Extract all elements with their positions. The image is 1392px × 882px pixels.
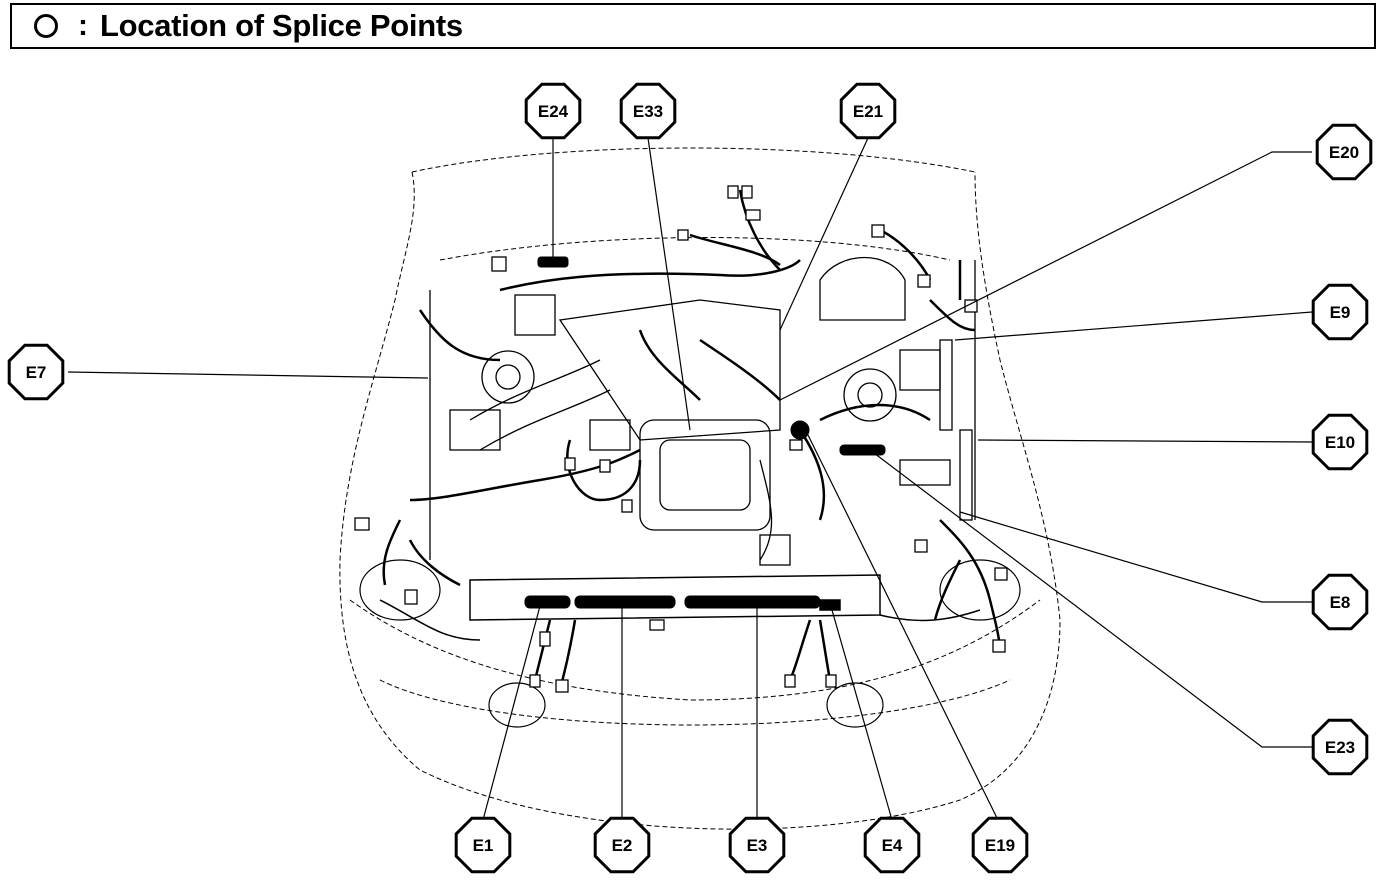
callout-label: E3 [747,836,768,855]
leader-e4 [831,609,893,821]
callout-e23: E23 [1311,718,1369,776]
callout-label: E21 [853,102,883,121]
callout-e21: E21 [839,82,897,140]
leader-e19 [807,434,999,821]
callout-octagon-icon [1311,413,1369,471]
callout-label: E10 [1325,433,1355,452]
leader-e20 [779,151,1312,401]
callout-label: E33 [633,102,663,121]
connectors [354,185,1008,693]
callout-octagon-icon [524,82,582,140]
leader-e10 [977,439,1313,443]
front-lamps [359,559,1021,728]
callout-octagon-icon [728,816,786,874]
callout-label: E23 [1325,738,1355,757]
callout-e2: E2 [593,816,651,874]
callout-octagon-icon [7,343,65,401]
callout-e4: E4 [863,816,921,874]
leader-e9 [954,311,1313,341]
leader-e8 [959,511,1312,603]
callout-label: E9 [1330,303,1351,322]
callout-octagon-icon [619,82,677,140]
callout-octagon-icon [971,816,1029,874]
callout-e1: E1 [454,816,512,874]
leader-e7 [67,371,429,379]
radiator-support [379,574,981,641]
leader-e1 [482,605,541,821]
leader-e33 [647,137,691,431]
callout-octagon-icon [454,816,512,874]
callout-label: E1 [473,836,494,855]
callout-octagon-icon [1311,573,1369,631]
callout-octagon-icon [1315,123,1373,181]
engine-components [429,257,976,566]
page-title: Location of Splice Points [100,8,463,43]
callout-e33: E33 [619,82,677,140]
harness-splices [524,256,886,609]
callout-octagon-icon [593,816,651,874]
callout-e20: E20 [1315,123,1373,181]
callout-label: E19 [985,836,1015,855]
section-title-bar: : Location of Splice Points [10,3,1376,49]
callout-e7: E7 [7,343,65,401]
leader-e23 [869,449,1312,748]
splice-point-symbol-icon [34,14,58,38]
callout-e24: E24 [524,82,582,140]
callout-octagon-icon [839,82,897,140]
callout-label: E8 [1330,593,1351,612]
leader-e21 [779,137,869,331]
callout-octagon-icon [863,816,921,874]
callout-e8: E8 [1311,573,1369,631]
callout-label: E2 [612,836,633,855]
callout-octagon-icon [1311,718,1369,776]
callout-e19: E19 [971,816,1029,874]
wiring-harness [382,189,1002,691]
callout-label: E7 [26,363,47,382]
callout-label: E24 [538,102,569,121]
callout-label: E20 [1329,143,1359,162]
callout-label: E4 [882,836,903,855]
title-colon: : [78,9,88,42]
callout-e3: E3 [728,816,786,874]
callout-e10: E10 [1311,413,1369,471]
callout-octagon-icon [1311,283,1369,341]
vehicle-body-outline [339,147,1061,830]
callout-e9: E9 [1311,283,1369,341]
leader-lines [67,137,1313,821]
